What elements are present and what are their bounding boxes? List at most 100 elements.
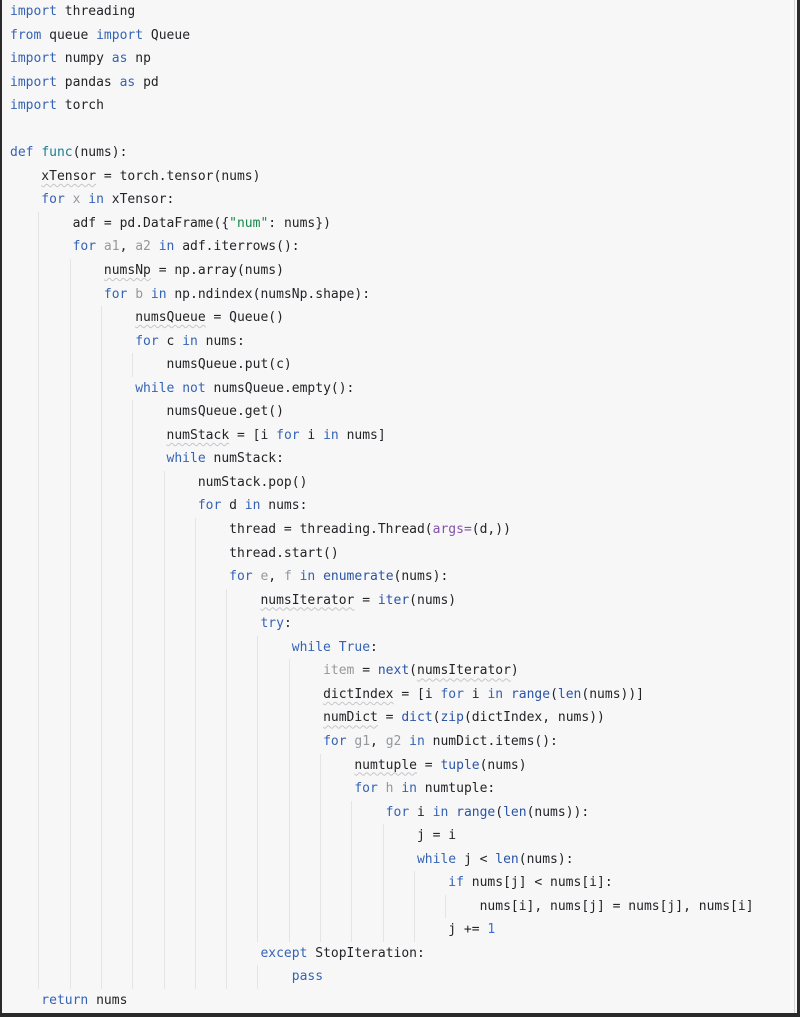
token-unused-variable: f	[283, 569, 292, 585]
token-text: pandas	[56, 74, 120, 90]
indent-guide	[132, 824, 134, 848]
token-text: pd	[135, 74, 159, 90]
code-line: adf = pd.DataFrame({"num": nums})	[2, 211, 797, 236]
code-line: numsQueue.put(c)	[2, 353, 797, 377]
token-text: = Queue()	[205, 310, 284, 326]
token-builtin: tuple	[440, 757, 480, 773]
indent-guide	[100, 612, 102, 636]
token-keyword: for	[72, 239, 97, 255]
code-line: return nums	[2, 989, 797, 1013]
indent-guide	[194, 565, 196, 589]
token-text: i	[463, 686, 488, 702]
token-text: torch	[56, 98, 104, 114]
indent-guide	[132, 965, 134, 989]
token-text	[143, 287, 151, 302]
indent-guide	[69, 682, 71, 707]
token-keyword: in	[409, 733, 425, 749]
indent-guide	[163, 918, 165, 942]
indent-guide	[226, 800, 228, 825]
indent-guide	[132, 400, 134, 424]
token-keyword: in	[158, 239, 175, 255]
indent-guide	[226, 635, 228, 660]
indent-guide	[288, 706, 290, 730]
indent-guide	[100, 565, 102, 589]
indent-guide	[257, 777, 259, 801]
indent-guide	[163, 659, 165, 683]
token-keyword: as	[119, 74, 136, 90]
code-line: numsNp = np.array(nums)	[2, 259, 797, 283]
token-keyword: in	[401, 781, 417, 797]
indent-guide	[69, 541, 71, 566]
indent-guide	[100, 376, 102, 401]
token-text: thread.start()	[229, 545, 339, 561]
token-unused-variable: e	[260, 569, 269, 585]
token-text	[401, 734, 409, 749]
token-text: (	[550, 686, 558, 702]
token-keyword: while	[291, 639, 331, 655]
indent-guide	[194, 635, 196, 660]
indent-guide	[226, 706, 228, 730]
code-line: for i in range(len(nums)):	[2, 800, 797, 825]
token-keyword: if	[448, 875, 464, 891]
indent-guide	[132, 588, 134, 613]
code-line: thread.start()	[2, 541, 797, 566]
token-text: : nums})	[268, 215, 331, 231]
indent-guide	[226, 894, 228, 919]
token-typo-variable: numsIterator	[260, 592, 355, 608]
indent-guide	[163, 565, 165, 589]
indent-guide	[38, 470, 40, 495]
token-keyword: def	[10, 145, 34, 161]
indent-guide	[100, 635, 102, 660]
token-keyword: for	[197, 498, 222, 514]
indent-guide	[132, 847, 134, 872]
indent-guide	[38, 306, 40, 330]
indent-guide	[226, 777, 228, 801]
token-keyword: for	[354, 781, 378, 797]
code-line: while True:	[2, 635, 797, 660]
code-line: numsQueue.get()	[2, 400, 797, 424]
indent-guide	[382, 824, 384, 848]
token-text: (nums):	[518, 851, 574, 867]
indent-guide	[132, 777, 134, 801]
token-unused-variable: x	[72, 192, 81, 208]
indent-guide	[38, 259, 40, 283]
indent-guide	[38, 588, 40, 613]
indent-guide	[194, 659, 196, 683]
indent-guide	[382, 894, 384, 919]
indent-guide	[163, 753, 165, 778]
code-line: numStack = [i for i in nums]	[2, 423, 797, 448]
token-keyword: for	[276, 427, 300, 443]
indent-guide	[288, 682, 290, 707]
indent-guide	[288, 918, 290, 942]
indent-guide	[351, 894, 353, 919]
indent-guide	[100, 423, 102, 448]
indent-guide	[257, 635, 259, 660]
indent-guide	[69, 588, 71, 613]
token-text: i	[299, 427, 324, 443]
token-text	[503, 687, 511, 702]
indent-guide	[69, 871, 71, 895]
token-function-name: func	[41, 145, 73, 161]
token-keyword: for	[103, 286, 128, 302]
indent-guide	[38, 918, 40, 942]
token-text: numStack.pop()	[197, 474, 308, 490]
token-keyword: pass	[291, 969, 324, 985]
indent-guide	[194, 777, 196, 801]
token-keyword: for	[323, 733, 347, 749]
token-builtin: range	[456, 804, 496, 820]
indent-guide	[132, 470, 134, 495]
token-text: (	[432, 710, 441, 726]
indent-guide	[38, 518, 40, 542]
indent-guide	[163, 682, 165, 707]
token-text: np.ndindex(numsNp.shape):	[166, 286, 371, 302]
token-keyword: try	[260, 616, 284, 632]
scrollbar-track[interactable]	[794, 0, 795, 1013]
code-line: item = next(numsIterator)	[2, 659, 797, 683]
indent-guide	[69, 565, 71, 589]
indent-guide	[38, 494, 40, 519]
token-text: nums]	[338, 427, 386, 443]
token-text: nums:	[197, 333, 245, 349]
indent-guide	[100, 941, 102, 966]
